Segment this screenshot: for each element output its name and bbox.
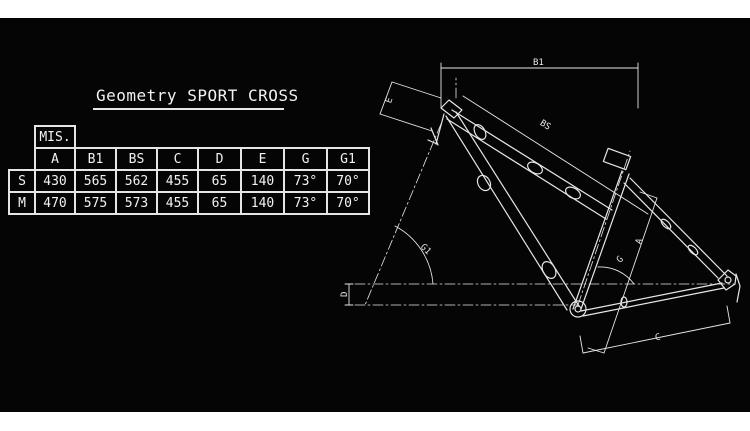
table-row: S 430 565 562 455 65 140 73° 70° (8, 169, 370, 193)
table-cell: 575 (74, 191, 117, 215)
column-header-b1: B1 (74, 147, 117, 171)
angle-g1-arc (394, 225, 434, 285)
top-tube (446, 109, 613, 220)
label-bs: BS (538, 118, 552, 132)
label-g1: G1 (418, 242, 433, 257)
table-cell: 73° (283, 169, 328, 193)
head-tube (427, 99, 463, 146)
dimension-a (587, 191, 658, 354)
label-e: E (384, 96, 395, 104)
seat-stays (623, 177, 728, 279)
dimension-b1 (440, 62, 639, 109)
table-cell: 140 (240, 191, 285, 215)
label-a: A (634, 237, 645, 246)
table-cell: 65 (197, 191, 242, 215)
rear-dropout (717, 269, 741, 303)
size-label: S (8, 169, 36, 193)
geometry-title: Geometry SPORT CROSS (96, 86, 299, 105)
table-cell: 430 (34, 169, 76, 193)
column-header-d: D (197, 147, 242, 171)
frame-geometry-drawing: B1 BS E A G G1 D C (340, 58, 741, 354)
table-cell: 455 (156, 191, 199, 215)
label-c: C (654, 333, 661, 344)
title-underline (93, 108, 284, 110)
table-cell: 573 (115, 191, 158, 215)
table-cell: 470 (34, 191, 76, 215)
bottom-bracket (569, 300, 587, 318)
chain-stays (580, 282, 725, 317)
angle-g-arc (597, 266, 635, 285)
size-label: M (8, 191, 36, 215)
table-cell: 70° (326, 169, 370, 193)
column-header-c: C (156, 147, 199, 171)
seat-tube (572, 147, 632, 310)
label-b1: B1 (533, 58, 544, 68)
table-cell: 455 (156, 169, 199, 193)
column-header-g1: G1 (326, 147, 370, 171)
table-group-header: MIS. (34, 125, 76, 149)
table-cell: 562 (115, 169, 158, 193)
column-header-bs: BS (115, 147, 158, 171)
column-header-e: E (240, 147, 285, 171)
table-cell: 73° (283, 191, 328, 215)
table-cell: 140 (240, 169, 285, 193)
column-header-g: G (283, 147, 328, 171)
table-row: M 470 575 573 455 65 140 73° 70° (8, 191, 370, 215)
table-cell: 565 (74, 169, 117, 193)
dimension-bs (462, 95, 649, 215)
table-header-row: A B1 BS C D E G G1 (9, 147, 370, 171)
table-cell: 70° (326, 191, 370, 215)
label-g: G (615, 254, 626, 265)
dimension-c (579, 305, 731, 354)
drawing-canvas: Geometry SPORT CROSS MIS. A B1 BS C D E … (0, 18, 750, 412)
label-d: D (340, 292, 350, 297)
column-header-a: A (34, 147, 76, 171)
table-cell: 65 (197, 169, 242, 193)
dimension-d (344, 283, 354, 306)
dimension-e (379, 81, 442, 132)
reference-lines (354, 77, 736, 306)
table-header-group-row: MIS. (9, 125, 369, 149)
down-tube (445, 111, 580, 311)
geometry-table: MIS. A B1 BS C D E G G1 S 430 565 562 45… (8, 125, 370, 215)
